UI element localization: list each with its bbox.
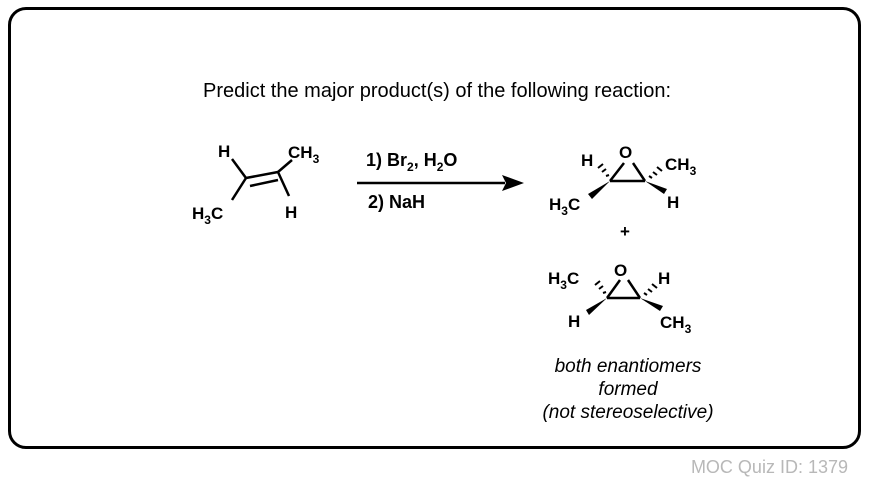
note-line-3: (not stereoselective) (542, 402, 714, 423)
p2-bond-co-left (605, 279, 622, 299)
p1-ch3-right: CH3 (665, 155, 697, 178)
p1-h-left: H (581, 151, 593, 170)
p2-h-right: H (658, 269, 670, 288)
p2-wedge-bond-ch3 (640, 298, 663, 311)
question-text: Predict the major product(s) of the foll… (203, 80, 671, 102)
p2-hash-bond-h-right (643, 283, 658, 296)
note-line-2: formed (598, 379, 658, 400)
p1-h3c-left: H3C (549, 195, 580, 218)
reagent-step-2: 2) NaH (368, 192, 425, 212)
quiz-id: MOC Quiz ID: 1379 (690, 457, 848, 477)
bond-h-top (230, 158, 248, 179)
p2-ch3-right: CH3 (660, 313, 692, 336)
reactant-h-top: H (218, 142, 230, 161)
p1-hash-bond-h (597, 163, 610, 177)
p1-wedge-bond-h (645, 181, 667, 194)
p2-h-left: H (568, 312, 580, 331)
p1-oxygen: O (619, 143, 632, 162)
p1-hash-bond-ch3 (648, 166, 663, 179)
plus-sign: + (620, 222, 630, 241)
quiz-card (8, 7, 861, 449)
double-bond-inner (249, 178, 279, 188)
p1-bond-co-right (631, 162, 647, 182)
reactant-h-bottom: H (285, 203, 297, 222)
p2-wedge-bond-h (586, 298, 607, 315)
p2-oxygen: O (614, 261, 627, 280)
reactant-alkene: H CH3 H3C H (192, 142, 320, 227)
reaction-arrow-head (502, 175, 524, 191)
p2-bond-co-right (626, 279, 642, 299)
bond-h3c-bottom (230, 177, 248, 201)
p1-bond-co-left (609, 162, 625, 182)
p2-h3c-left: H3C (548, 269, 579, 292)
p2-hash-bond-h3c (594, 280, 607, 294)
bond-h-bottom (276, 171, 291, 197)
bond-ch3-top (277, 159, 293, 173)
reaction-arrow-group: 1) Br2, H2O 2) NaH (357, 150, 524, 212)
product-epoxide-1: H O CH3 H3C H (549, 143, 697, 218)
double-bond-main (245, 170, 279, 180)
reactant-ch3-top: CH3 (288, 143, 320, 166)
reagent-step-1: 1) Br2, H2O (366, 150, 457, 174)
product-epoxide-2: H3C O H H CH3 (548, 261, 692, 336)
p1-h-right: H (667, 193, 679, 212)
p1-wedge-bond-h3c (588, 181, 610, 199)
reactant-h3c-bottom: H3C (192, 204, 223, 227)
note-line-1: both enantiomers (554, 356, 702, 377)
